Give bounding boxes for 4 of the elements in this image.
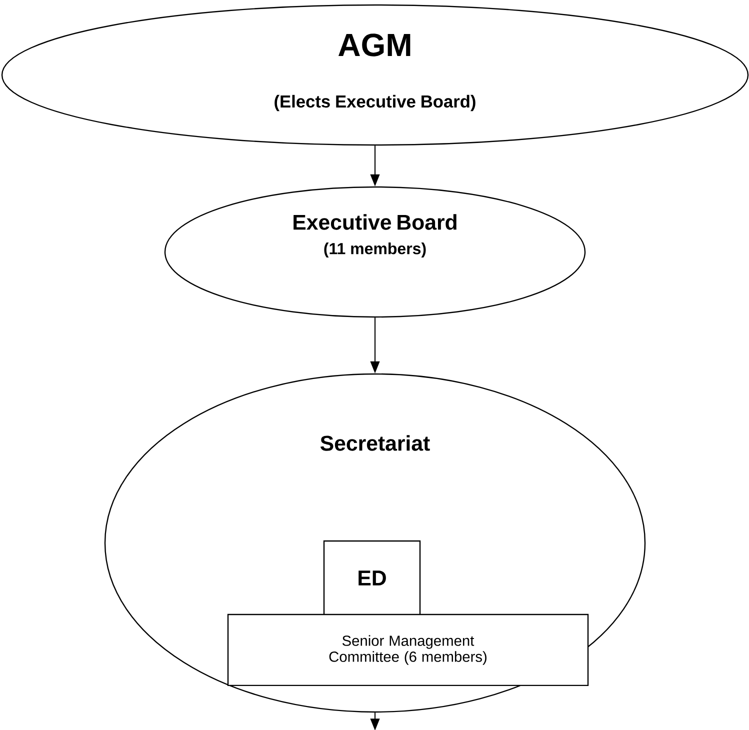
ellipse-node: Executive Board (11 members) xyxy=(164,186,586,318)
process-box: ED xyxy=(323,540,421,616)
arrow xyxy=(370,712,380,730)
ellipse-node: AGM (Elects Executive Board) xyxy=(1,4,749,146)
